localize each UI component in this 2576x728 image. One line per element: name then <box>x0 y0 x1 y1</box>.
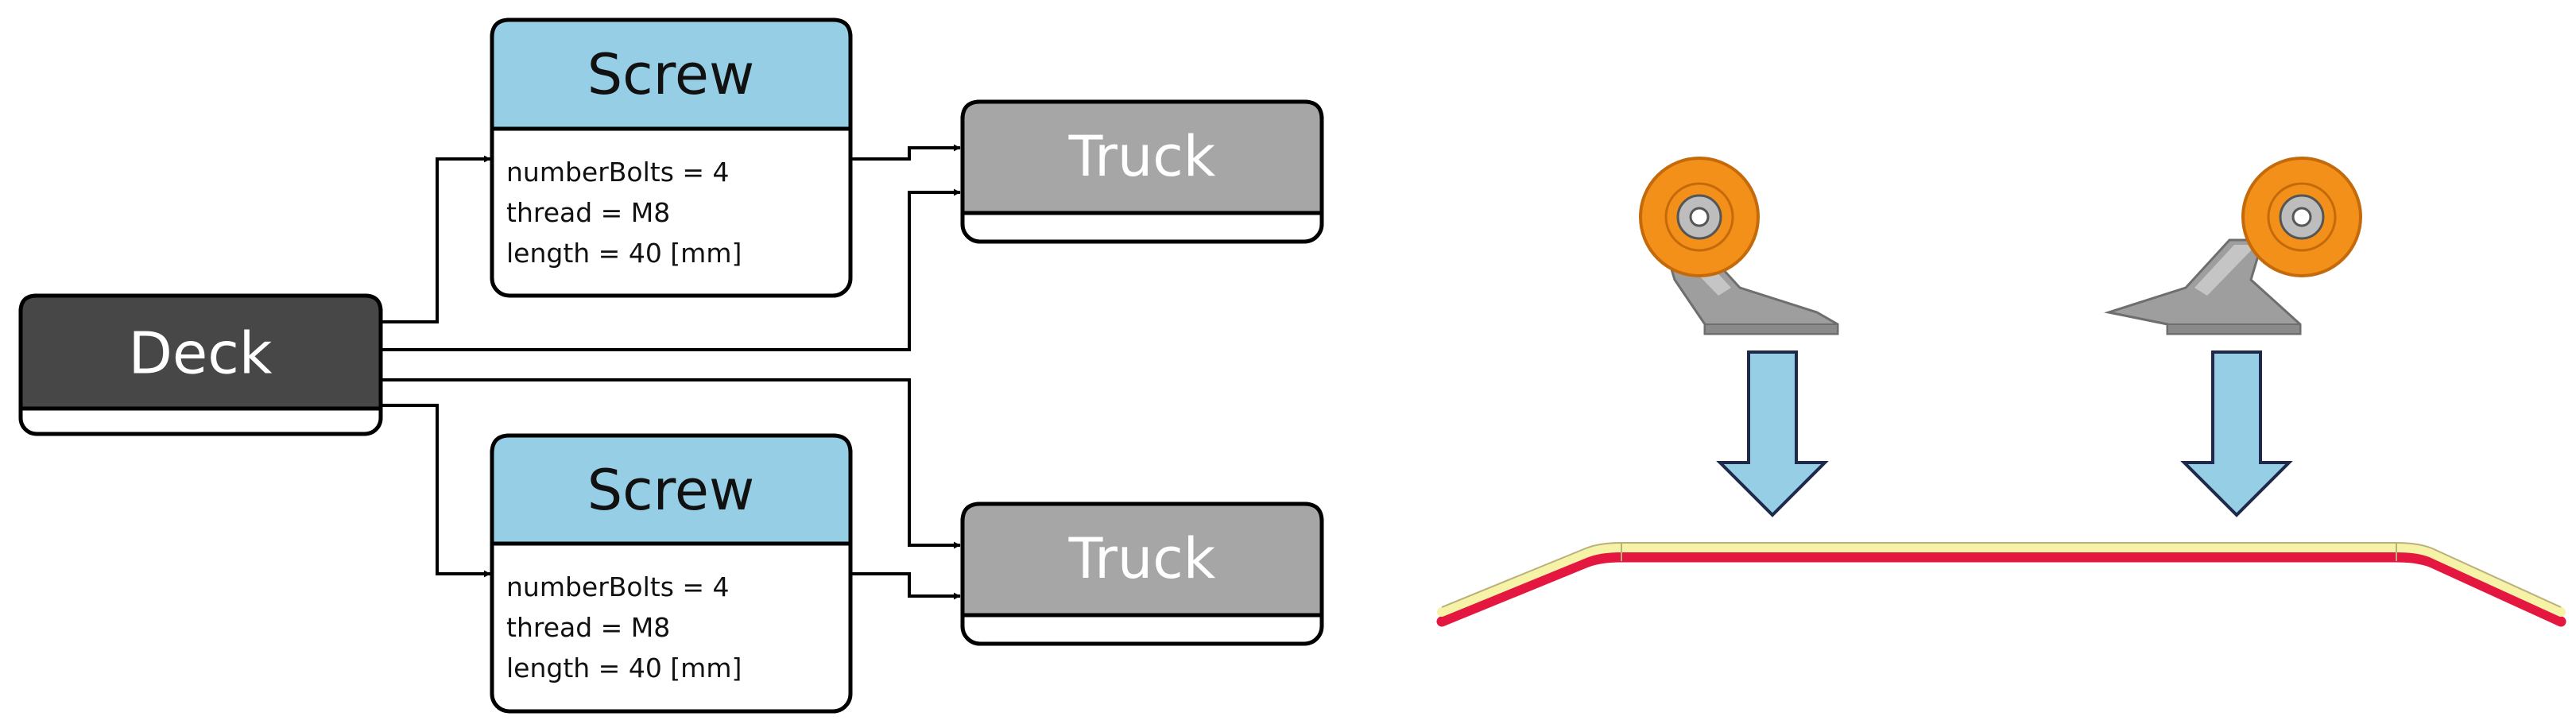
screw-node-2-attr-length: length = 40 [mm] <box>506 652 742 683</box>
screw-node-2: Screw numberBolts = 4 thread = M8 length… <box>490 433 853 714</box>
screw-node-2-title: Screw <box>587 458 754 523</box>
screw-node-2-attr-number-bolts: numberBolts = 4 <box>506 571 730 602</box>
screw-node-1-attr-number-bolts: numberBolts = 4 <box>506 157 730 188</box>
screw-node-1-title: Screw <box>587 42 754 107</box>
connector-deck-truck-2 <box>382 378 961 549</box>
connectors <box>382 144 961 600</box>
deck-node-title: Deck <box>128 320 272 387</box>
truck-node-2-header <box>960 501 1324 618</box>
screw-node-1-header <box>490 17 853 131</box>
truck-node-2-title: Truck <box>1068 526 1216 591</box>
connector-screw-1-truck-1 <box>851 144 961 161</box>
connector-screw-2-truck-2 <box>851 572 961 600</box>
connector-deck-screw-2 <box>382 404 491 578</box>
connector-deck-truck-1 <box>382 188 961 351</box>
deck-node: Deck <box>18 293 383 436</box>
truck-wheel-icon <box>1639 157 1839 335</box>
screw-node-1-attr-thread: thread = M8 <box>506 197 670 228</box>
screw-node-2-header <box>490 433 853 546</box>
deck-node-header <box>18 293 383 411</box>
screw-node-1-attr-length: length = 40 [mm] <box>506 238 742 269</box>
skateboard-illustration <box>1436 157 2566 627</box>
truck-node-2: Truck <box>960 501 1324 646</box>
truck-node-1-header <box>960 99 1324 215</box>
truck-wheel-icon <box>2104 157 2362 335</box>
truck-node-1-title: Truck <box>1068 124 1216 189</box>
connector-deck-screw-1 <box>382 155 491 323</box>
down-arrow-icon <box>1716 350 1829 517</box>
truck-node-1: Truck <box>960 99 1324 244</box>
screw-node-1: Screw numberBolts = 4 thread = M8 length… <box>490 17 853 298</box>
skateboard-deck-icon <box>1436 542 2566 627</box>
screw-node-2-attr-thread: thread = M8 <box>506 612 670 643</box>
down-arrow-icon <box>2180 350 2293 517</box>
